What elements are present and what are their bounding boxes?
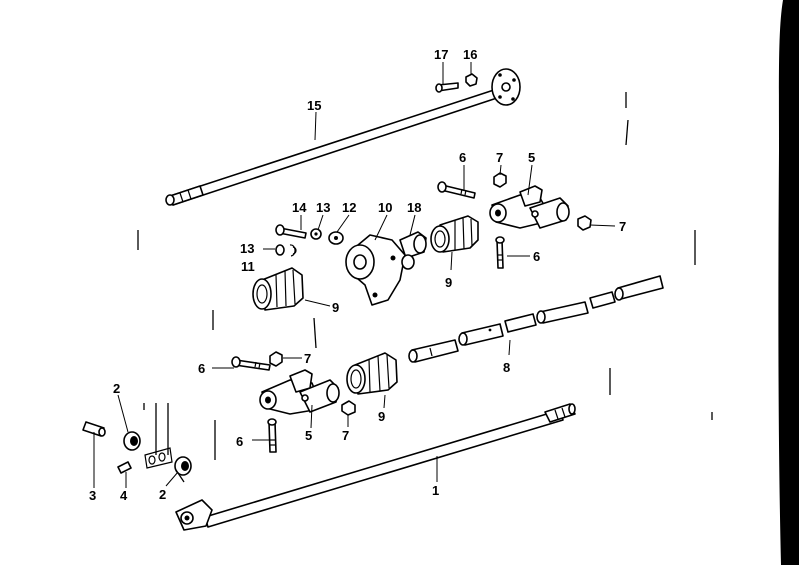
label-14: 14 bbox=[292, 200, 307, 215]
label-9-upper: 9 bbox=[445, 275, 452, 290]
bearing-housing-10 bbox=[345, 234, 415, 306]
washer-13-lower bbox=[275, 244, 285, 256]
page-edge-bar bbox=[778, 0, 799, 565]
label-7-middle: 7 bbox=[304, 351, 311, 366]
label-5-lower: 5 bbox=[305, 428, 312, 443]
label-10: 10 bbox=[378, 200, 392, 215]
washer-12 bbox=[328, 231, 344, 245]
boot-9-left bbox=[252, 267, 304, 311]
shaft-1 bbox=[175, 403, 576, 531]
nut-7-lower bbox=[341, 400, 356, 416]
assembly-lines bbox=[137, 92, 713, 483]
label-4: 4 bbox=[120, 488, 128, 503]
nut-16 bbox=[465, 73, 478, 87]
bolt-14 bbox=[275, 224, 307, 239]
label-11: 11 bbox=[241, 259, 255, 274]
bushing-2-upper bbox=[123, 431, 141, 451]
label-7-upper: 7 bbox=[496, 150, 503, 165]
label-5-upper: 5 bbox=[528, 150, 535, 165]
bolt-6-middle bbox=[231, 356, 271, 371]
label-1: 1 bbox=[432, 483, 439, 498]
nut-7-right bbox=[577, 215, 592, 231]
bushing-2-lower bbox=[174, 456, 192, 476]
clip-4 bbox=[117, 461, 132, 474]
boot-9-lower bbox=[346, 352, 398, 395]
bolt-6-upper bbox=[437, 181, 476, 199]
label-6-lower: 6 bbox=[236, 434, 243, 449]
label-6-right: 6 bbox=[533, 249, 540, 264]
sleeve-18 bbox=[399, 231, 427, 259]
label-9-left: 9 bbox=[332, 300, 339, 315]
shaft-8 bbox=[408, 275, 664, 363]
label-15: 15 bbox=[307, 98, 321, 113]
label-6-upper: 6 bbox=[459, 150, 466, 165]
bolt-6-right bbox=[495, 236, 505, 269]
label-9-lower: 9 bbox=[378, 409, 385, 424]
label-7-right: 7 bbox=[619, 219, 626, 234]
label-2-lower: 2 bbox=[159, 487, 166, 502]
universal-joint-5-lower bbox=[259, 369, 340, 415]
label-3: 3 bbox=[89, 488, 96, 503]
label-17: 17 bbox=[434, 47, 448, 62]
pin-3 bbox=[82, 421, 106, 437]
nut-7-upper bbox=[493, 172, 507, 188]
label-6-middle: 6 bbox=[198, 361, 205, 376]
label-18: 18 bbox=[407, 200, 421, 215]
label-12: 12 bbox=[342, 200, 356, 215]
bolt-6-lower bbox=[267, 418, 277, 453]
part-number-labels: 17 16 15 6 7 5 7 6 14 13 12 10 18 9 13 1… bbox=[89, 47, 626, 503]
leader-lines bbox=[93, 62, 616, 488]
label-7-lower: 7 bbox=[342, 428, 349, 443]
label-2-upper: 2 bbox=[113, 381, 120, 396]
nut-7-middle bbox=[269, 351, 283, 367]
washer-13-upper bbox=[310, 228, 322, 240]
label-13-upper: 13 bbox=[316, 200, 330, 215]
label-8: 8 bbox=[503, 360, 510, 375]
yoke-bracket bbox=[144, 447, 173, 469]
shaft-15 bbox=[165, 68, 521, 206]
boot-9-upper bbox=[430, 215, 479, 253]
universal-joint-5-upper bbox=[489, 185, 570, 229]
label-13-lower: 13 bbox=[240, 241, 254, 256]
bolt-17 bbox=[435, 82, 459, 93]
spring-clip-11 bbox=[289, 244, 297, 257]
label-16: 16 bbox=[463, 47, 477, 62]
